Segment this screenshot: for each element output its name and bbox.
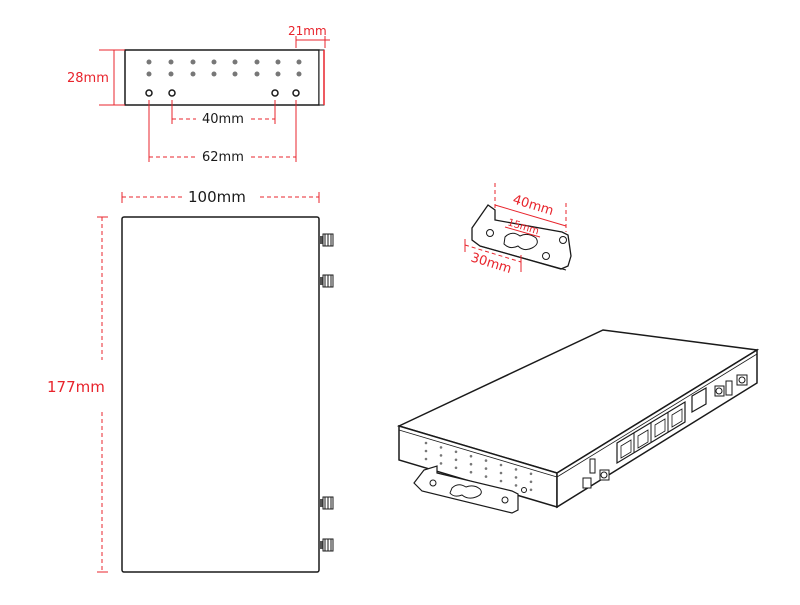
bracket-detail: 40mm 15mm 30mm [464, 183, 572, 277]
bracket-length-label: 40mm [511, 192, 555, 219]
bracket-base-label: 30mm [469, 250, 513, 277]
device-led [529, 472, 533, 476]
mount-hole-3 [271, 89, 279, 97]
device-led [469, 462, 473, 466]
side-connectors [582, 374, 748, 489]
antenna-connector-3 [319, 496, 334, 510]
device-led [514, 476, 518, 479]
device-led [454, 466, 458, 470]
device-bracket [413, 465, 527, 514]
outer-spacing-label: 62mm [202, 150, 244, 165]
bracket-hole-right [559, 236, 567, 244]
device-led [484, 467, 488, 470]
depth-label: 21mm [288, 24, 327, 38]
wan-port [691, 386, 707, 414]
device-led [469, 470, 473, 474]
front-led [254, 71, 260, 77]
device-led [439, 446, 443, 449]
width-label: 100mm [188, 188, 246, 206]
front-led [190, 59, 196, 65]
front-led [296, 59, 302, 65]
ethernet-ports [616, 400, 686, 465]
bracket-base-dim [464, 244, 522, 263]
front-led [296, 71, 302, 77]
front-led [168, 71, 174, 77]
antenna-connector-1 [319, 233, 334, 247]
bracket-slot-dim [504, 226, 541, 238]
front-led [275, 71, 281, 77]
front-led [190, 71, 196, 77]
antenna-connector-4 [319, 538, 334, 552]
bracket-hole-left [486, 229, 494, 237]
device-isometric [396, 329, 760, 514]
device-led [499, 463, 503, 467]
front-led [232, 59, 238, 65]
device-led [514, 484, 518, 487]
device-led [469, 454, 473, 458]
top-view: 100mm 177mm [47, 188, 334, 573]
front-led [211, 71, 217, 77]
device-led [529, 480, 533, 484]
mount-hole-4 [292, 89, 300, 97]
device-led [424, 457, 428, 461]
device-led [484, 459, 488, 462]
front-led [232, 71, 238, 77]
device-led [454, 458, 458, 462]
device-led [439, 462, 443, 465]
device-led [454, 450, 458, 454]
mount-hole-1 [145, 89, 153, 97]
bracket-hole-bottom [542, 252, 550, 260]
device-led [484, 475, 488, 478]
mount-hole-2 [168, 89, 176, 97]
front-led [168, 59, 174, 65]
device-led [499, 471, 503, 475]
device-led-grid [424, 441, 533, 492]
device-led [514, 468, 518, 471]
antenna-connector-2 [319, 274, 334, 288]
device-led [424, 441, 428, 445]
height-label: 28mm [67, 71, 109, 86]
device-led [439, 454, 443, 457]
front-led [254, 59, 260, 65]
front-led-grid [146, 59, 302, 77]
device-led [529, 488, 533, 492]
front-led [211, 59, 217, 65]
bracket-len-dim [494, 204, 567, 227]
front-led [146, 59, 152, 65]
inner-spacing-label: 40mm [202, 112, 244, 127]
device-led [424, 449, 428, 453]
device-led [499, 479, 503, 483]
front-led [275, 59, 281, 65]
bracket-slot [503, 232, 538, 251]
front-view: 28mm 21mm 40mm 62mm [67, 24, 330, 165]
length-label: 177mm [47, 378, 105, 396]
top-body [121, 216, 320, 573]
front-led [146, 71, 152, 77]
front-panel [124, 49, 320, 106]
